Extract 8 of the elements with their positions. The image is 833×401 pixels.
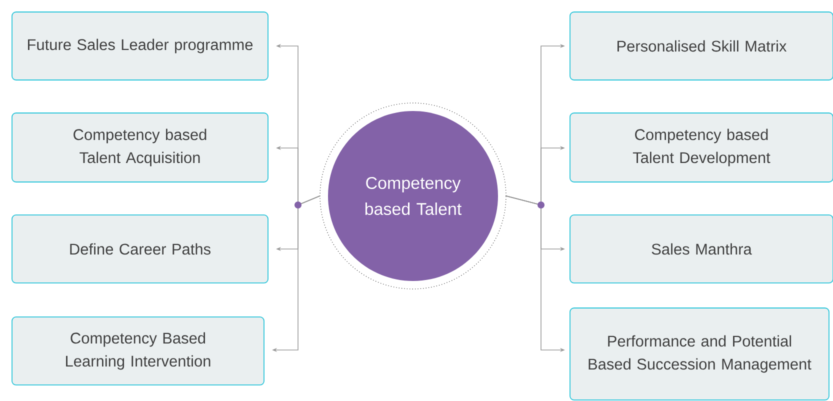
text-box: Competency based Talent Acquisition [12,112,268,182]
text-box: Competency based Talent Development [570,112,833,182]
text-box: Define Career Paths [12,214,268,284]
text-box: Sales Manthra [570,214,833,284]
text-box: Personalised Skill Matrix [570,12,833,80]
text-box: Future Sales Leader programme [12,12,268,80]
text-box: Competency Based Learning Intervention [12,316,264,386]
text-box: Performance and Potential Based Succession Management [570,308,830,400]
